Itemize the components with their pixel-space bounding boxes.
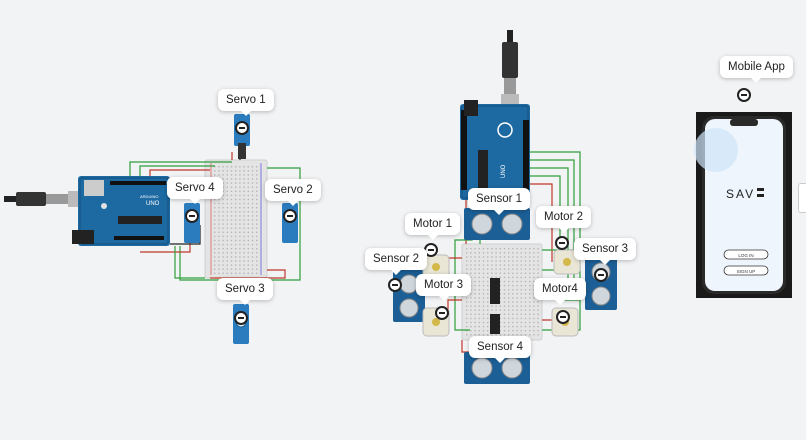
signup-button-label: SIGN UP <box>737 269 756 274</box>
label-servo-4[interactable]: Servo 4 <box>167 177 223 204</box>
remove-motor-2-icon[interactable] <box>555 236 569 250</box>
login-button-label: LOG IN <box>738 253 753 258</box>
login-button[interactable] <box>723 249 769 260</box>
remove-sensor-3-icon[interactable] <box>594 268 608 282</box>
mobile-phone[interactable]: LOG IN SIGN UP SAV <box>694 112 792 298</box>
arduino-uno-left[interactable]: UNO ARDUINO <box>72 176 170 246</box>
label-sensor-1[interactable]: Sensor 1 <box>468 188 531 215</box>
arduino-uno-label-middle: UNO <box>501 164 507 178</box>
label-mobile-app[interactable]: Mobile App <box>720 56 793 83</box>
motor-1[interactable] <box>422 254 450 280</box>
remove-servo-1-icon[interactable] <box>235 121 249 135</box>
arduino-uno-middle[interactable]: UNO <box>460 100 530 200</box>
label-servo-2[interactable]: Servo 2 <box>265 179 321 206</box>
sensor-4[interactable] <box>464 352 530 384</box>
arduino-brand-label-left: ARDUINO <box>140 194 158 199</box>
remove-servo-2-icon[interactable] <box>283 209 297 223</box>
sensor-3[interactable] <box>585 258 617 310</box>
side-panel-handle[interactable] <box>798 183 806 213</box>
remove-motor-3-icon[interactable] <box>435 306 449 320</box>
label-servo-3[interactable]: Servo 3 <box>217 278 273 305</box>
app-logo: SAV <box>726 187 755 201</box>
remove-sensor-2-icon[interactable] <box>388 278 402 292</box>
remove-mobile-app-icon[interactable] <box>737 88 751 102</box>
label-sensor-3[interactable]: Sensor 3 <box>574 238 637 265</box>
motor-2[interactable] <box>553 249 581 275</box>
label-motor-2[interactable]: Motor 2 <box>536 206 591 233</box>
label-motor-4[interactable]: Motor4 <box>534 278 586 305</box>
wires-left <box>129 150 301 296</box>
remove-motor-4-icon[interactable] <box>556 310 570 324</box>
sensor-1[interactable] <box>464 208 530 240</box>
remove-servo-3-icon[interactable] <box>234 311 248 325</box>
breadboard-middle[interactable] <box>461 243 543 341</box>
label-sensor-2[interactable]: Sensor 2 <box>365 248 428 275</box>
label-motor-3[interactable]: Motor 3 <box>416 274 471 301</box>
label-servo-1[interactable]: Servo 1 <box>218 89 274 116</box>
arduino-uno-label-left: UNO <box>146 201 160 207</box>
label-motor-1[interactable]: Motor 1 <box>405 213 460 240</box>
signup-button[interactable] <box>723 265 769 276</box>
label-sensor-4[interactable]: Sensor 4 <box>469 336 532 363</box>
remove-servo-4-icon[interactable] <box>185 209 199 223</box>
